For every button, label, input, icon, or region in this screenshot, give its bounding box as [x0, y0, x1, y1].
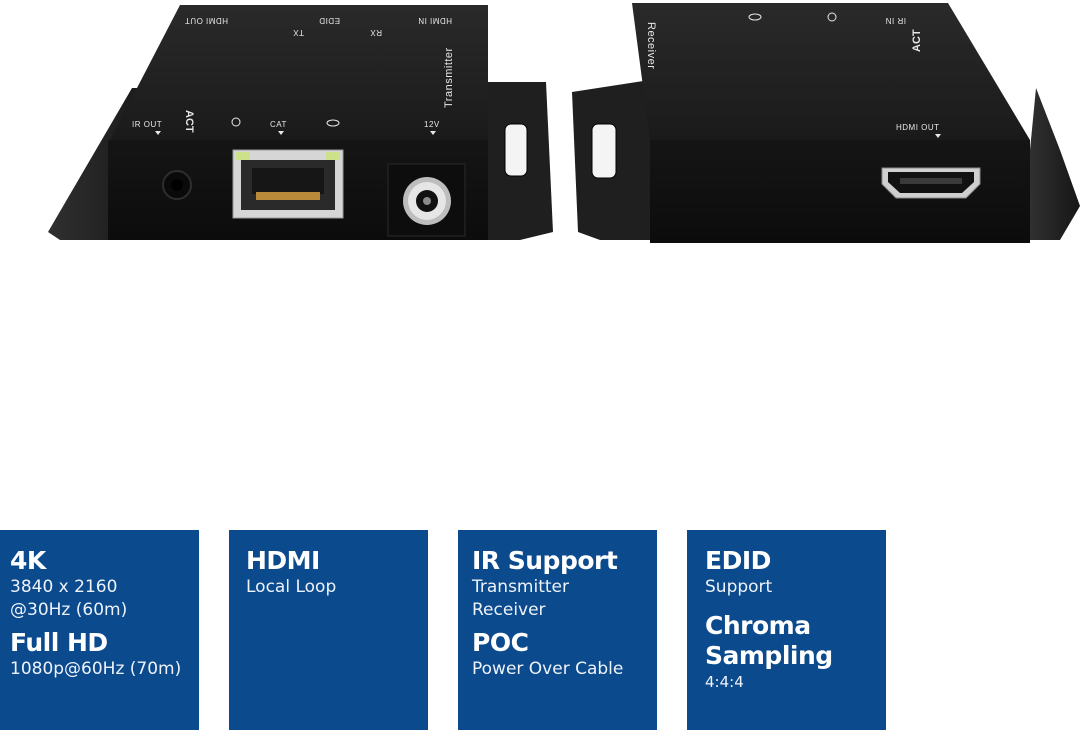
feature-title: IR Support [472, 546, 618, 575]
product-photo: ACT Transmitter HDMI OUT EDID RX TX HDMI… [48, 3, 1080, 243]
feature-title: HDMI [246, 546, 320, 575]
receiver-front-port-label: HDMI OUT [896, 123, 940, 132]
feature-box-ir-support: IR Support Transmitter Receiver POC Powe… [458, 530, 657, 730]
receiver-top-surface [632, 3, 1030, 140]
transmitter-top-port-label: TX [293, 28, 304, 37]
feature-title: Sampling [705, 641, 833, 670]
feature-title: Full HD [10, 628, 108, 657]
feature-text: Power Over Cable [472, 659, 624, 679]
dc-power-jack [387, 163, 466, 237]
receiver-right-flange [1030, 88, 1080, 240]
feature-box-edid: EDID Support Chroma Sampling 4:4:4 [687, 530, 886, 730]
feature-text: @30Hz (60m) [10, 600, 128, 620]
feature-title: POC [472, 628, 529, 657]
transmitter-top-port-label: EDID [319, 16, 340, 25]
feature-text: 1080p@60Hz (70m) [10, 659, 182, 679]
feature-title: 4K [10, 546, 46, 575]
transmitter-top-surface [110, 5, 488, 140]
transmitter-top-port-label: HDMI IN [418, 16, 452, 25]
transmitter-logo: ACT [183, 110, 195, 133]
feature-text: Support [705, 577, 773, 597]
hdmi-out-port [881, 167, 981, 199]
transmitter-name-label: Transmitter [443, 47, 455, 108]
feature-box-4k: 4K 3840 x 2160 @30Hz (60m) Full HD 1080p… [0, 530, 199, 730]
transmitter-front-port-label: CAT [270, 120, 287, 129]
feature-text: 4:4:4 [705, 673, 744, 691]
transmitter-front-port-label: IR OUT [132, 120, 162, 129]
transmitter-top-port-label: HDMI OUT [184, 16, 228, 25]
feature-title: Chroma [705, 611, 811, 640]
rj45-port [232, 149, 344, 219]
receiver-device: Receiver ACT IR IN HDMI OUT [572, 3, 1080, 243]
transmitter-top-port-label: RX [370, 28, 382, 37]
receiver-name-label: Receiver [645, 22, 657, 69]
feature-text: Local Loop [246, 577, 337, 597]
feature-box-hdmi: HDMI Local Loop [229, 530, 428, 730]
feature-text: Transmitter [472, 577, 569, 597]
feature-text: 3840 x 2160 [10, 577, 118, 597]
transmitter-device: ACT Transmitter HDMI OUT EDID RX TX HDMI… [48, 5, 553, 240]
receiver-top-port-label: IR IN [885, 16, 906, 25]
feature-text: Receiver [472, 600, 546, 620]
feature-title: EDID [705, 546, 771, 575]
receiver-logo: ACT [911, 29, 923, 52]
transmitter-front-port-label: 12V [424, 120, 440, 129]
